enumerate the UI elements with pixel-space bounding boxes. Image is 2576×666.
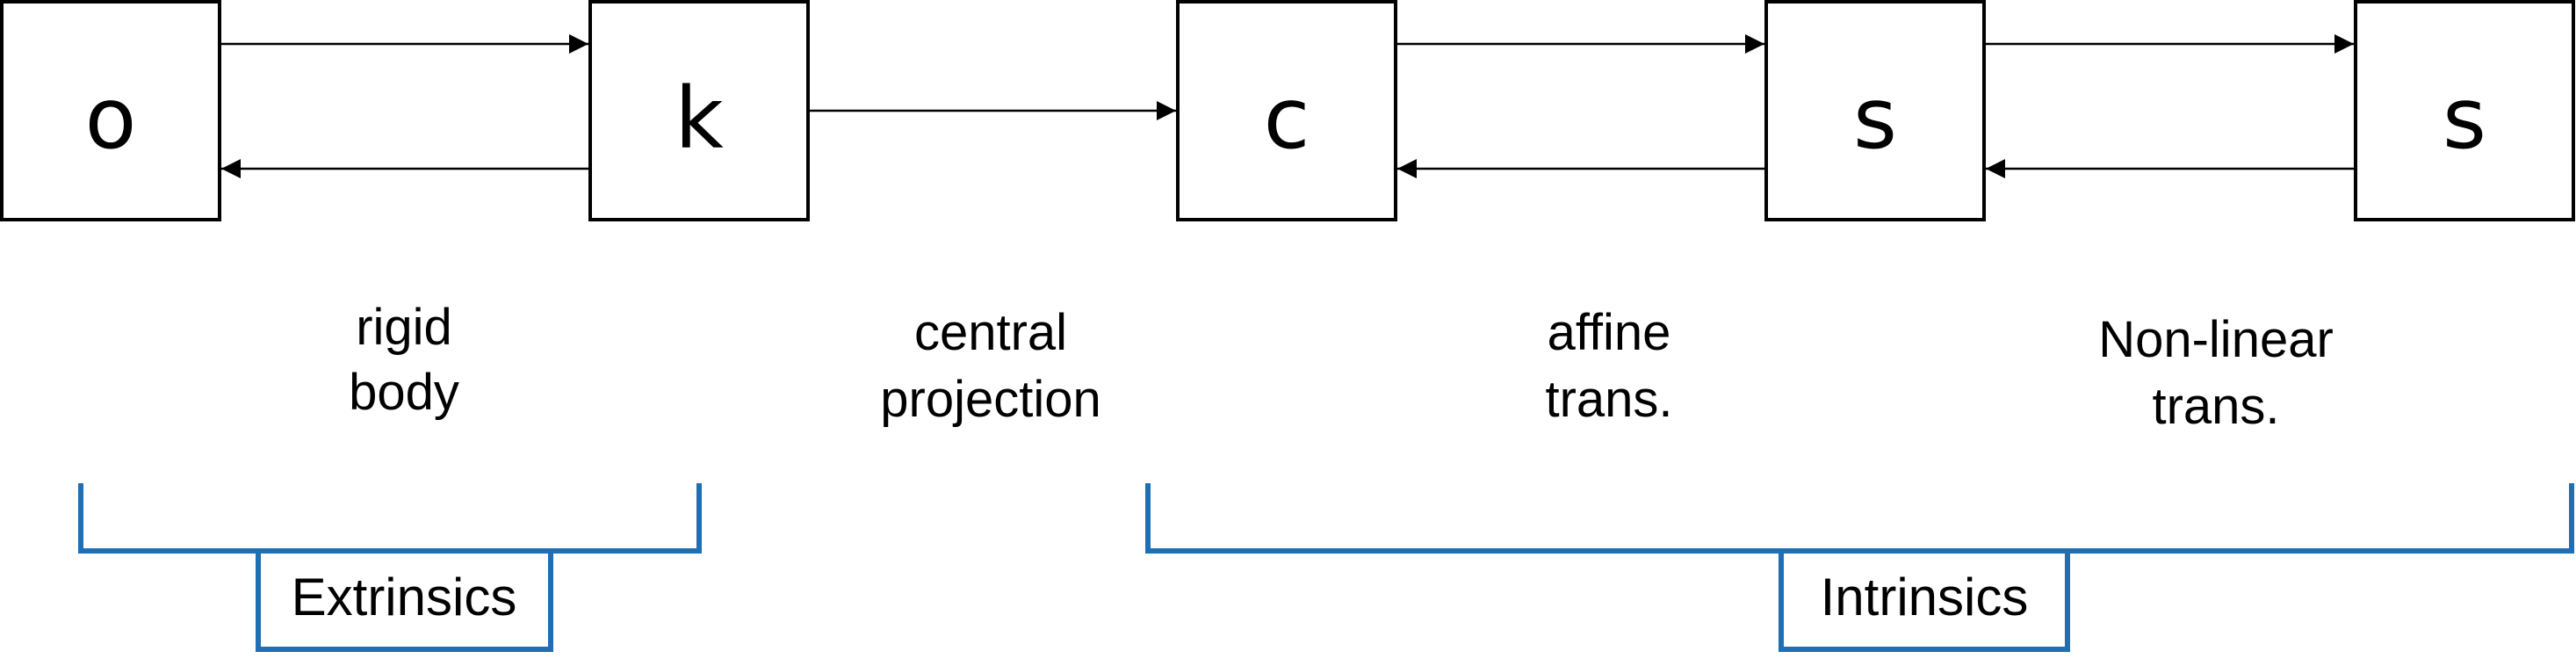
node-s1: s [1764,0,1986,221]
caption-rigid-body: rigid body [349,299,459,421]
extrinsics-label-box [256,548,553,652]
node-k-label: k [675,69,724,168]
caption-affine-trans-line1: affine [1548,304,1671,361]
caption-central-projection-line2: projection [880,371,1100,428]
bracket-intrinsics [1145,483,2574,652]
node-k: k [588,0,810,221]
caption-nonlinear-trans-line2: trans. [2152,378,2279,435]
caption-affine-trans: affine trans. [1545,304,1672,428]
node-s2: s [2354,0,2575,221]
caption-central-projection: central projection [880,304,1100,428]
node-c-label: c [1264,69,1310,168]
node-s2-label: s [2443,69,2486,168]
caption-rigid-body-line2: body [349,364,459,421]
bracket-extrinsics [78,483,702,652]
node-o-label: o [85,69,137,168]
caption-central-projection-line1: central [914,304,1067,361]
intrinsics-label: Intrinsics [1821,568,2029,626]
caption-rigid-body-line1: rigid [356,299,452,356]
extrinsics-label: Extrinsics [292,568,517,626]
node-s1-label: s [1853,69,1897,168]
node-o: o [0,0,221,221]
caption-nonlinear-trans: Non-linear trans. [2098,311,2334,435]
node-c: c [1176,0,1397,221]
intrinsics-label-box [1779,548,2070,652]
caption-nonlinear-trans-line1: Non-linear [2098,311,2334,368]
caption-affine-trans-line2: trans. [1545,371,1672,428]
